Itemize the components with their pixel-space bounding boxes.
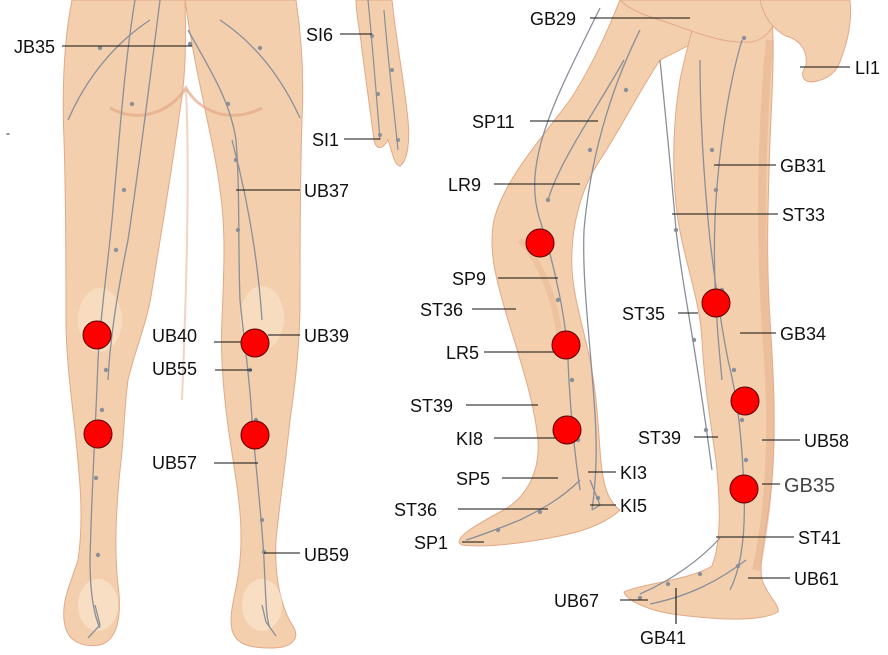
label-st36-upper: ST36	[420, 300, 463, 320]
label-gb31: GB31	[780, 156, 826, 176]
label-gb35: GB35	[784, 475, 835, 497]
label-ki8: KI8	[456, 429, 483, 449]
marker-left-knee	[83, 321, 111, 349]
label-ub40: UB40	[152, 326, 197, 346]
marker-ki8	[553, 416, 581, 444]
label-sp11: SP11	[472, 112, 515, 132]
hand-drawing	[356, 0, 409, 166]
label-sp1: SP1	[414, 533, 448, 553]
label-st41: ST41	[798, 528, 841, 548]
marker-lr5	[552, 331, 580, 359]
label-st39-right: ST39	[638, 428, 681, 448]
label-sp5: SP5	[456, 469, 490, 489]
label-st35: ST35	[622, 304, 665, 324]
label-si6: SI6	[306, 25, 333, 45]
label-st39-left: ST39	[410, 396, 453, 416]
label-ub55: UB55	[152, 359, 197, 379]
label-li1: LI1	[855, 58, 880, 78]
label-sp9: SP9	[452, 269, 486, 289]
label-ub67: UB67	[554, 591, 599, 611]
label-gb41: GB41	[640, 628, 686, 648]
marker-above-sp9	[526, 229, 554, 257]
label-st33: ST33	[782, 205, 825, 225]
label-gb34: GB34	[780, 324, 826, 344]
label-lr5: LR5	[446, 343, 479, 363]
label-ub37: UB37	[304, 181, 349, 201]
marker-ub57	[241, 421, 269, 449]
marker-left-calf	[84, 420, 112, 448]
label-ki3: KI3	[620, 463, 647, 483]
label-ub59: UB59	[304, 545, 349, 565]
label-si1: SI1	[312, 130, 339, 150]
label-ub39: UB39	[304, 326, 349, 346]
marker-ub40	[241, 329, 269, 357]
label-ub58: UB58	[804, 431, 849, 451]
label-ub61: UB61	[794, 569, 839, 589]
leg-gap-shadow	[182, 90, 188, 400]
marker-st35	[702, 289, 730, 317]
label-ki5: KI5	[620, 496, 647, 516]
marker-gb35	[730, 475, 758, 503]
label-jb35: JB35	[14, 37, 55, 57]
label-st36-lower: ST36	[394, 500, 437, 520]
label-lr9: LR9	[448, 175, 481, 195]
label-ub57: UB57	[152, 453, 197, 473]
label-gb29: GB29	[530, 9, 576, 29]
stray-mark: -	[6, 126, 10, 140]
marker-near-ub58	[731, 387, 759, 415]
hand-skin	[356, 0, 409, 166]
